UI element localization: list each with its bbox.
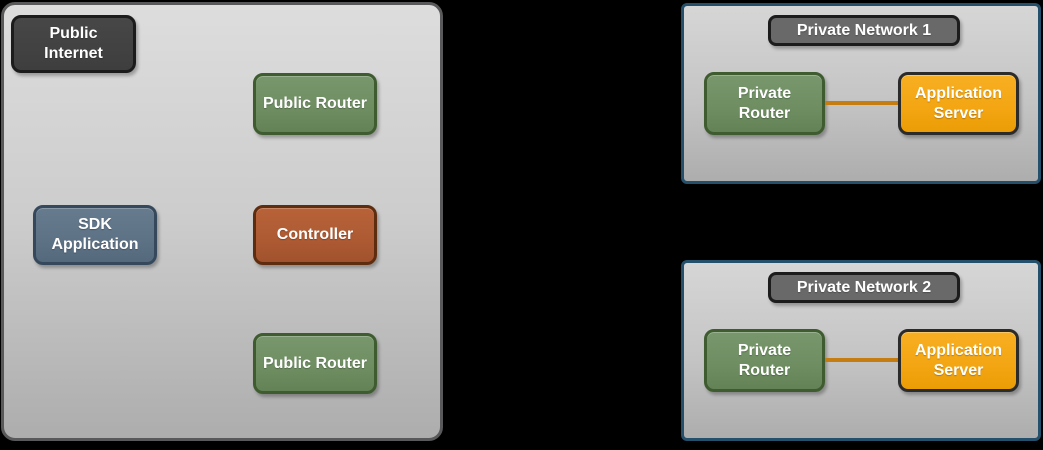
node-public-internet: Public Internet (11, 15, 136, 73)
private-network-1-title-label: Private Network 1 (796, 21, 932, 39)
node-private-router-2: Private Router (704, 329, 825, 392)
public-router-bottom-label: Public Router (262, 354, 367, 372)
private-router-1-label: Private Router (737, 84, 792, 122)
private-network-1-panel: Private Network 1 Private Router Applica… (681, 3, 1041, 184)
private-network-2-panel: Private Network 2 Private Router Applica… (681, 260, 1041, 441)
node-private-router-1: Private Router (704, 72, 825, 135)
public-router-top-label: Public Router (262, 95, 367, 112)
sdk-application-label: SDK Application (51, 216, 139, 253)
public-zone-panel: Public Internet Public Router SDK Applic… (1, 2, 443, 441)
controller-label: Controller (276, 226, 354, 243)
private-network-2-title: Private Network 2 (768, 272, 960, 303)
public-internet-label: Public Internet (44, 25, 103, 62)
private-network-2-title-label: Private Network 2 (796, 278, 932, 296)
node-application-server-1: Application Server (898, 72, 1019, 135)
node-application-server-2: Application Server (898, 329, 1019, 392)
application-server-2-label: Application Server (914, 341, 1003, 379)
router-server-link-2 (825, 358, 898, 362)
node-public-router-bottom: Public Router (253, 333, 377, 394)
node-sdk-application: SDK Application (33, 205, 157, 265)
node-controller: Controller (253, 205, 377, 265)
node-public-router-top: Public Router (253, 73, 377, 135)
application-server-1-label: Application Server (914, 84, 1003, 122)
router-server-link-1 (825, 101, 898, 105)
private-network-1-title: Private Network 1 (768, 15, 960, 46)
private-router-2-label: Private Router (737, 341, 792, 379)
